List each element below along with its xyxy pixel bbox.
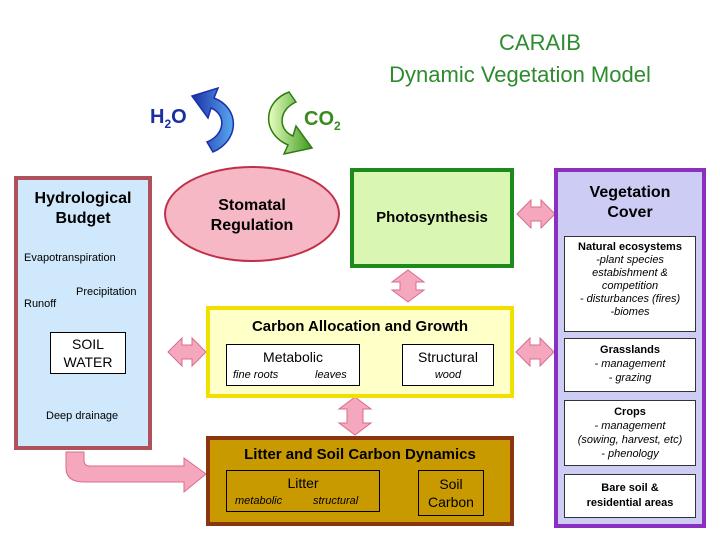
precipitation-label: Precipitation	[76, 286, 137, 298]
double-arrow-photo-carbon	[390, 269, 426, 303]
double-arrow-carbon-veg	[515, 336, 555, 368]
h2o-label: H2O	[150, 106, 187, 131]
stomatal-regulation-ellipse: Stomatal Regulation	[164, 166, 340, 262]
h2o-arrow-icon	[190, 86, 235, 153]
bare-soil-line-1: Bare soil &	[601, 482, 659, 494]
natural-line-2: estabishment &	[592, 267, 668, 279]
wood-label: wood	[434, 369, 462, 381]
title-line-1: CARAIB	[499, 30, 581, 55]
crops-line-3: - phenology	[601, 448, 659, 460]
carbon-allocation-box: Carbon Allocation and Growth Metabolic f…	[206, 306, 514, 398]
litter-soil-box: Litter and Soil Carbon Dynamics Litter m…	[206, 436, 514, 526]
litter-label: Litter	[287, 475, 319, 491]
grasslands-box: Grasslands - management - grazing	[564, 338, 696, 392]
grasslands-line-2: - grazing	[608, 372, 652, 384]
natural-line-4: - disturbances (fires)	[579, 293, 681, 305]
litter-structural-label: structural	[313, 495, 359, 507]
crops-line-1: - management	[594, 420, 666, 432]
deep-drainage-label: Deep drainage	[46, 410, 119, 422]
crops-box: Crops - management (sowing, harvest, etc…	[564, 400, 696, 466]
title-line-2: Dynamic Vegetation Model	[389, 62, 651, 87]
soil-water-line-2: WATER	[63, 354, 113, 370]
stomatal-line-2: Regulation	[210, 217, 294, 234]
litter-soil-title: Litter and Soil Carbon Dynamics	[244, 446, 476, 463]
double-arrow-hydro-carbon	[167, 336, 207, 368]
metabolic-label: Metabolic	[263, 349, 323, 365]
litter-pool-box: Litter metabolic structural	[226, 470, 380, 512]
photosynthesis-label: Photosynthesis	[376, 209, 488, 226]
grasslands-line-1: - management	[594, 358, 666, 370]
crops-line-2: (sowing, harvest, etc)	[577, 434, 683, 446]
metabolic-pool-box: Metabolic fine roots leaves	[226, 344, 360, 386]
photosynthesis-box: Photosynthesis	[350, 168, 514, 268]
double-arrow-carbon-litter	[337, 396, 373, 436]
bent-arrow-hydro-litter	[65, 451, 207, 494]
co2-label: CO2	[304, 108, 341, 133]
grasslands-title: Grasslands	[600, 344, 660, 356]
bare-soil-line-2: residential areas	[586, 497, 674, 509]
vegetation-title-1: Vegetation	[589, 184, 671, 201]
carbon-allocation-title: Carbon Allocation and Growth	[251, 318, 469, 335]
natural-ecosystems-box: Natural ecosystems -plant species estabi…	[564, 236, 696, 332]
vegetation-cover-box: Vegetation Cover Natural ecosystems -pla…	[554, 168, 706, 528]
soil-carbon-box: Soil Carbon	[418, 470, 484, 516]
vegetation-title-2: Cover	[607, 204, 653, 221]
hydrology-title-2: Budget	[55, 210, 111, 227]
natural-line-3: competition	[601, 280, 659, 292]
natural-line-5: -biomes	[610, 306, 650, 318]
soil-carbon-line-1: Soil	[439, 476, 463, 492]
litter-metabolic-label: metabolic	[235, 495, 283, 507]
hydrology-title-1: Hydrological	[34, 190, 132, 207]
soil-water-line-1: SOIL	[72, 336, 104, 352]
double-arrow-photo-veg	[516, 198, 556, 230]
structural-label: Structural	[418, 349, 478, 365]
stomatal-line-1: Stomatal	[218, 197, 286, 214]
fine-roots-label: fine roots	[233, 369, 279, 381]
evapotranspiration-label: Evapotranspiration	[24, 252, 116, 264]
natural-ecosystems-title: Natural ecosystems	[578, 241, 682, 253]
hydrological-budget-box: Hydrological Budget Evapotranspiration P…	[14, 176, 152, 450]
leaves-label: leaves	[315, 369, 347, 381]
crops-title: Crops	[614, 406, 646, 418]
bare-soil-box: Bare soil & residential areas	[564, 474, 696, 518]
soil-water-box: SOIL WATER	[50, 332, 126, 374]
soil-carbon-line-2: Carbon	[428, 494, 474, 510]
runoff-label: Runoff	[24, 298, 57, 310]
natural-line-1: -plant species	[596, 254, 664, 266]
co2-arrow-icon	[267, 91, 314, 156]
structural-pool-box: Structural wood	[402, 344, 494, 386]
